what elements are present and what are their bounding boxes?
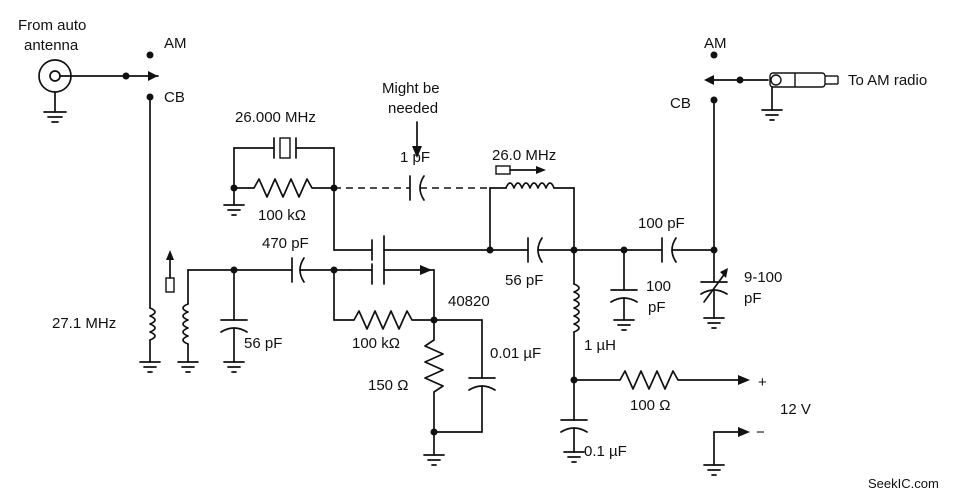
tuning-slug-left[interactable] <box>165 250 175 293</box>
supply-negative <box>703 427 750 476</box>
inductor-label: 1 µH <box>584 337 616 354</box>
capacitor-100pf-series <box>661 237 715 263</box>
cap-470-label: 470 pF <box>262 235 309 252</box>
cb-right-label: CB <box>670 95 691 112</box>
capacitor-001uf <box>433 319 496 433</box>
cap-001-label: 0.01 µF <box>490 345 541 362</box>
trimmer-capacitor[interactable] <box>700 249 728 329</box>
coil-26mhz <box>505 182 575 251</box>
needed-label: needed <box>388 100 438 117</box>
capacitor-56pf-mid <box>489 237 575 263</box>
antenna-label: antenna <box>24 37 79 54</box>
resistor-100k-mid <box>333 310 435 330</box>
switch-left[interactable] <box>125 51 159 101</box>
trim-unit-label: pF <box>744 290 762 307</box>
ground-plug <box>761 86 783 121</box>
trim-val-label: 9-100 <box>744 269 782 286</box>
res-150-label: 150 Ω <box>368 377 408 394</box>
am-left-label: AM <box>164 35 187 52</box>
inductor-1uh <box>573 249 580 381</box>
capacitor-470pf <box>291 257 351 283</box>
coil-27mhz-secondary <box>177 269 199 373</box>
resistor-100k-top <box>223 178 335 216</box>
res-100-label: 100 Ω <box>630 397 670 414</box>
cap-01-label: 0.1 µF <box>584 443 627 460</box>
watermark: SeekIC.com <box>868 476 939 491</box>
capacitor-1pf-optional <box>334 175 490 201</box>
transistor-label: 40820 <box>448 293 490 310</box>
tuning-slug-26mhz[interactable] <box>495 165 546 175</box>
res-100k-top-label: 100 kΩ <box>258 207 306 224</box>
resistor-150 <box>424 319 444 433</box>
cap-56pf-left-label: 56 pF <box>244 335 282 352</box>
ground-source <box>423 431 445 466</box>
switch-right[interactable] <box>704 51 741 104</box>
coil-27mhz-primary <box>139 307 161 373</box>
cap-56pf-mid-label: 56 pF <box>505 272 543 289</box>
supply-label: 12 V <box>780 401 811 418</box>
cb-left-label: CB <box>164 89 185 106</box>
antenna-jack <box>38 59 72 113</box>
might-be-needed-arrow <box>412 121 422 158</box>
cap-100-unit-label: pF <box>648 299 666 316</box>
cap-1pf-label: 1 pF <box>400 149 430 166</box>
am-radio-plug <box>769 72 839 88</box>
from-auto-label: From auto <box>18 17 86 34</box>
resistor-100 <box>573 370 750 390</box>
plus-label: + <box>758 374 767 391</box>
crystal-26mhz <box>233 137 335 189</box>
res-100k-mid-label: 100 kΩ <box>352 335 400 352</box>
capacitor-01uf <box>560 379 588 463</box>
ground-antenna <box>43 111 67 123</box>
minus-label: − <box>756 424 765 441</box>
capacitor-100pf-shunt <box>610 249 638 331</box>
crystal-label: 26.000 MHz <box>235 109 316 126</box>
capacitor-56pf-left <box>220 269 248 373</box>
cap-100-val-label: 100 <box>646 278 671 295</box>
coil-26-label: 26.0 MHz <box>492 147 556 164</box>
coil-27-label: 27.1 MHz <box>52 315 116 332</box>
might-be-label: Might be <box>382 80 440 97</box>
am-right-label: AM <box>704 35 727 52</box>
mosfet-40820 <box>349 235 491 321</box>
to-am-radio-label: To AM radio <box>848 72 927 89</box>
cap-100pf-out-label: 100 pF <box>638 215 685 232</box>
